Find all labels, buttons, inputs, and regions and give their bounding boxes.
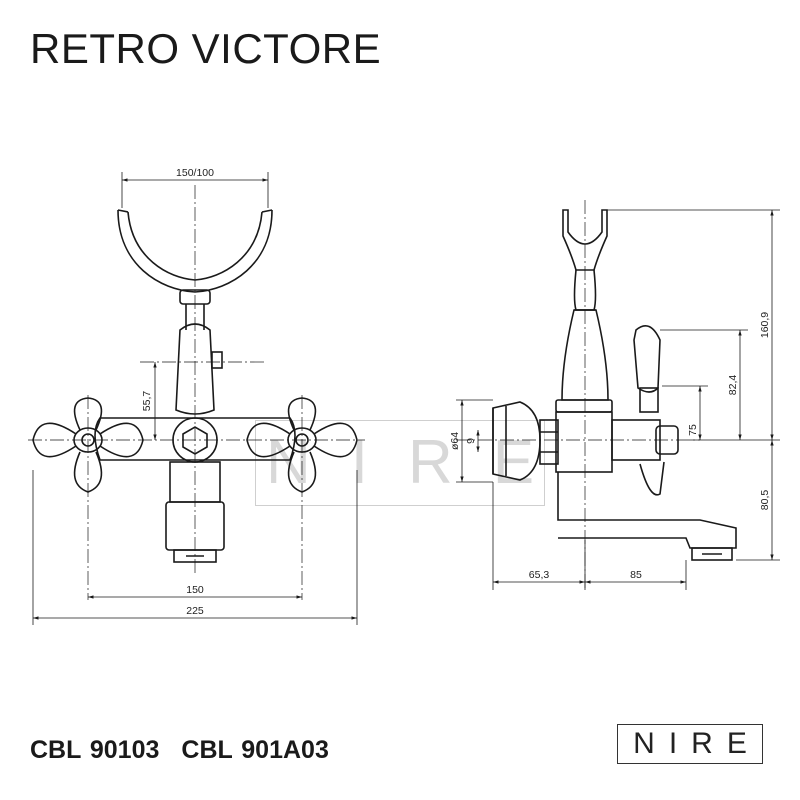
dim-overall-width: 225 bbox=[186, 605, 204, 617]
side-view: 160,9 82,4 75 80,5 ø64 9 65,3 85 bbox=[449, 200, 780, 590]
brand-logo-text: NIRE bbox=[633, 727, 761, 760]
side-handle bbox=[611, 324, 679, 496]
dim-holder-width: 150/100 bbox=[176, 167, 214, 179]
dim-center-height: 55,7 bbox=[141, 391, 153, 412]
dim-wall-offset: 65,3 bbox=[529, 569, 550, 581]
dim-lever-height: 82,4 bbox=[727, 375, 739, 396]
dim-rosette-depth: 9 bbox=[465, 438, 477, 444]
product-code-1: CBL 90103 bbox=[30, 736, 160, 764]
dim-inlet-spacing: 150 bbox=[186, 584, 204, 596]
dim-spout-reach: 85 bbox=[630, 569, 642, 581]
product-code-2: CBL 901A03 bbox=[181, 736, 329, 764]
dim-rosette-diameter: ø64 bbox=[449, 432, 461, 450]
front-view: 150/100 55,7 150 225 bbox=[28, 167, 365, 625]
brand-logo: NIRE bbox=[617, 724, 763, 764]
dim-spout-drop: 80,5 bbox=[759, 490, 771, 511]
page-title: RETRO VICTORE bbox=[30, 25, 382, 72]
product-codes: CBL 90103 CBL 901A03 bbox=[30, 738, 351, 763]
dim-handle-height: 75 bbox=[687, 424, 699, 436]
dim-total-height: 160,9 bbox=[759, 312, 771, 338]
